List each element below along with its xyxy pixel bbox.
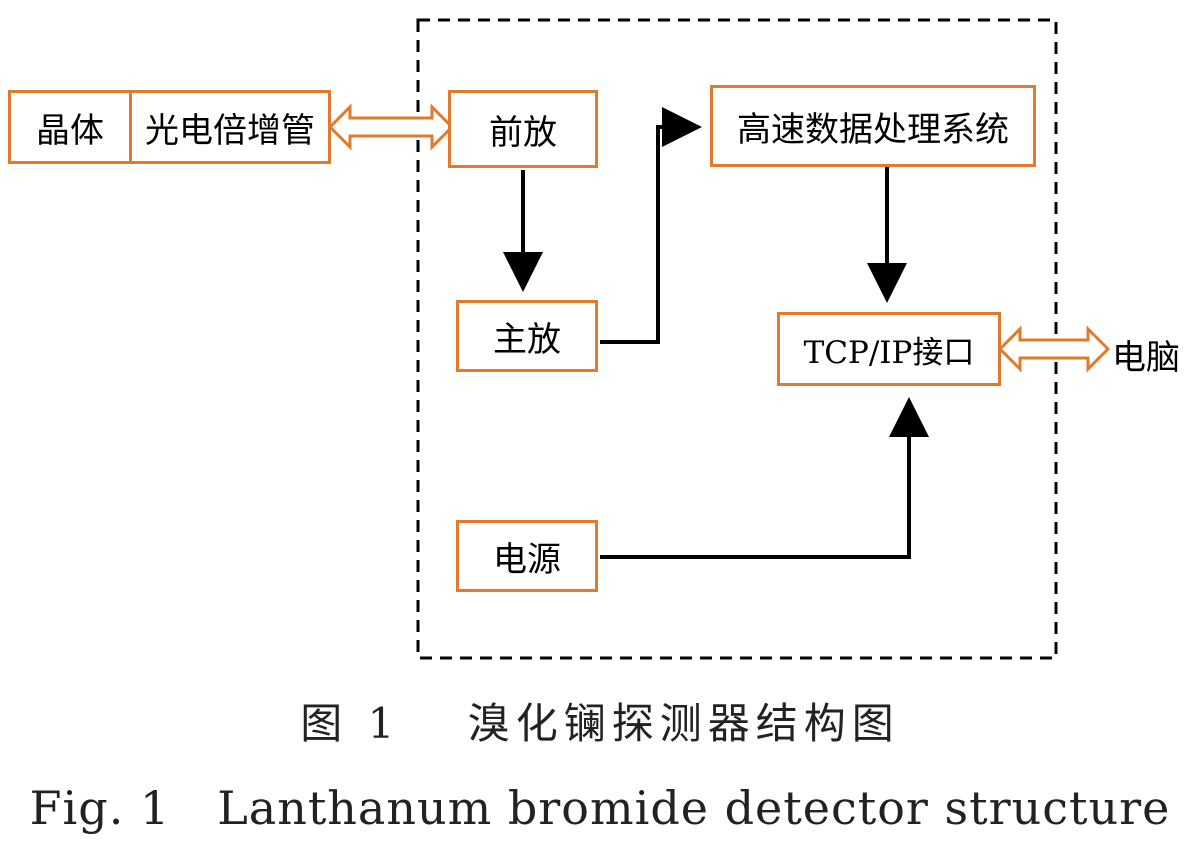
caption-english: Fig. 1 Lanthanum bromide detector struct… — [29, 781, 1171, 835]
arrow-mainamp-processing — [600, 107, 702, 344]
caption-chinese: 图 1 溴化镧探测器结构图 — [300, 699, 900, 748]
detector-structure-diagram: 晶体 光电倍增管 前放 高速数据处理系统 主放 TCP/IP接口 电源 电脑 — [8, 18, 1180, 660]
connector-layer — [327, 18, 1111, 660]
arrow-power-tcp — [600, 397, 929, 559]
computer-label: 电脑 — [1112, 338, 1180, 378]
tcp-ip-box: TCP/IP接口 — [777, 312, 1001, 386]
crystal-box: 晶体 — [8, 90, 132, 164]
double-arrow-pmt-preamp — [327, 103, 455, 151]
pmt-box: 光电倍增管 — [129, 90, 331, 164]
mainamp-box: 主放 — [456, 300, 598, 372]
processing-box: 高速数据处理系统 — [710, 85, 1036, 167]
preamp-box: 前放 — [448, 90, 598, 168]
power-box: 电源 — [456, 520, 598, 592]
double-arrow-tcp-computer — [997, 325, 1111, 373]
